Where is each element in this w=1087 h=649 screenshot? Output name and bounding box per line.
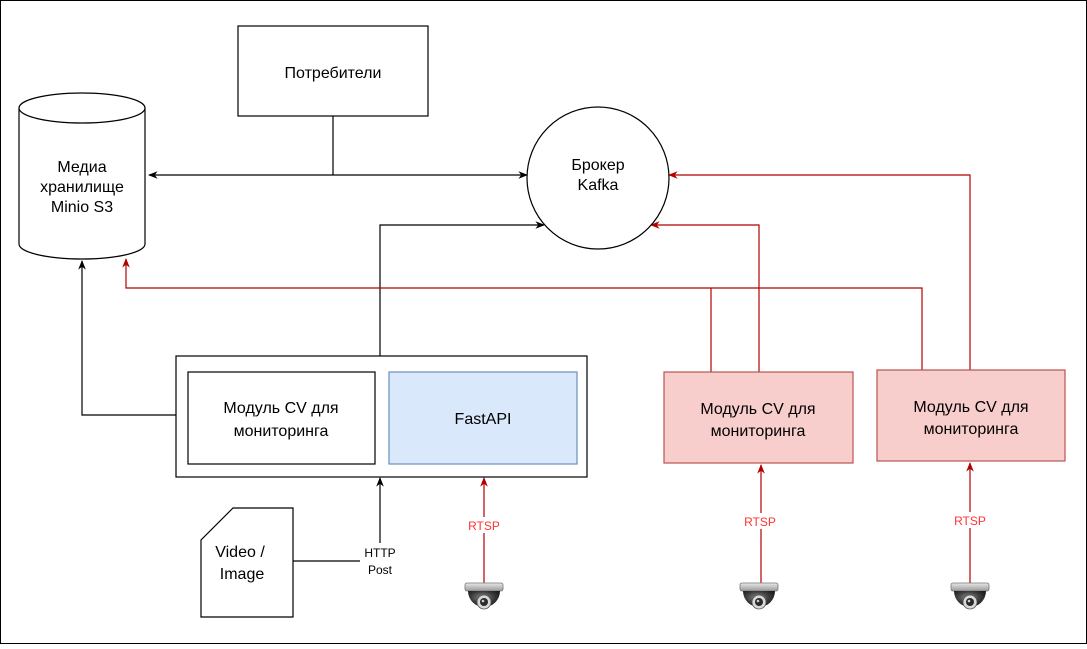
cv-module-3-label-line-1: Модуль CV для [913, 399, 1028, 416]
broker-label-line-2: Kafka [578, 177, 619, 194]
broker-label-line-1: Брокер [571, 157, 624, 174]
video-image-label-line-2: Image [220, 566, 265, 583]
http-post-label-line-2: Post [368, 563, 393, 577]
camera-icon [464, 582, 504, 610]
main-module-container: Модуль CV для мониторинга FastAPI [175, 355, 588, 478]
main-module-to-storage-connector [78, 260, 176, 416]
black-connectors [78, 116, 545, 562]
storage-label-line-3: Minio S3 [51, 199, 113, 216]
http-post-label-line-1: HTTP [364, 546, 395, 560]
rtsp-label-3-text: RTSP [954, 514, 986, 528]
http-post-label: HTTP Post [360, 543, 400, 577]
rtsp-label-1-text: RTSP [468, 519, 500, 533]
cv-module-main-label-line-1: Модуль CV для [223, 400, 338, 417]
cv-module-main [187, 371, 376, 465]
camera-icon [950, 582, 990, 610]
rtsp-label-3: RTSP [951, 512, 989, 528]
consumers-label: Потребители [285, 65, 382, 82]
main-module-to-broker-connector [379, 221, 545, 356]
cv-module-3: Модуль CV для мониторинга [876, 369, 1066, 462]
cv-module-2-label-line-2: мониторинга [711, 423, 806, 440]
rtsp-label-2-text: RTSP [744, 515, 776, 529]
storage-label-line-1: Медиа [57, 159, 106, 176]
video-image-node: Video / Image [200, 507, 294, 618]
module3-to-broker-connector [668, 171, 971, 370]
cv-module-2: Модуль CV для мониторинга [663, 371, 854, 464]
rtsp-label-1: RTSP [465, 517, 503, 533]
broker-node: Брокер Kafka [526, 106, 670, 250]
fastapi-block [388, 371, 578, 465]
rtsp-label-2: RTSP [742, 513, 780, 529]
video-image-label-line-1: Video / [215, 544, 265, 561]
camera-icon [739, 582, 779, 610]
fastapi-label: FastAPI [455, 411, 512, 428]
cv-module-3-label-line-2: мониторинга [924, 421, 1019, 438]
storage-label-line-2: хранилище [40, 179, 124, 196]
consumers-node: Потребители [237, 25, 429, 117]
modules-to-storage-connector [122, 258, 923, 370]
module2-to-broker-connector [650, 221, 760, 372]
cv-module-main-label-line-2: мониторинга [234, 423, 329, 440]
storage-node: Медиа хранилище Minio S3 [18, 92, 146, 260]
cv-module-2-label-line-1: Модуль CV для [700, 401, 815, 418]
